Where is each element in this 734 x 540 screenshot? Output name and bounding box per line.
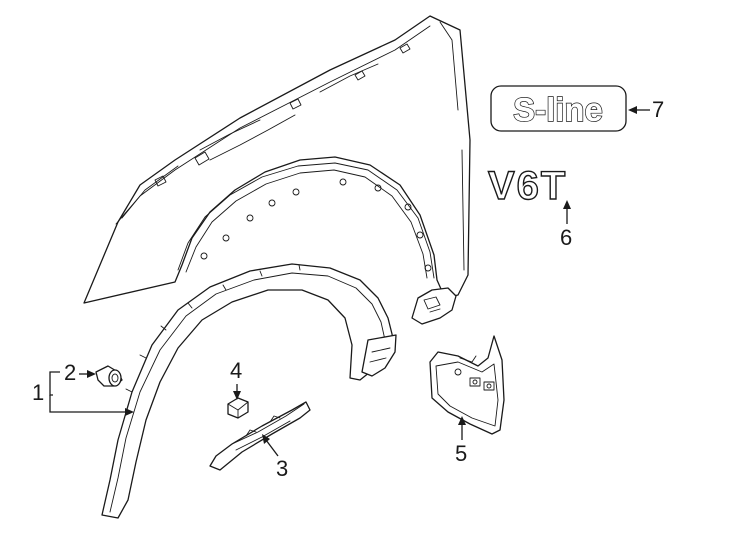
callout-5-label: 5: [455, 441, 467, 466]
callout-7: 7: [628, 97, 664, 122]
callout-6: 6: [560, 200, 572, 250]
wheel-arch-molding: [101, 263, 397, 519]
callout-1: 1: [32, 371, 134, 416]
nut: [227, 397, 249, 419]
callout-2-label: 2: [64, 360, 76, 385]
callout-5: 5: [455, 416, 467, 466]
callout-3-label: 3: [276, 456, 288, 481]
clip: [95, 365, 123, 387]
v6t-emblem: V6T: [487, 163, 567, 208]
s-line-badge-text: S-line: [513, 91, 603, 128]
callout-3: 3: [262, 434, 288, 481]
v6t-emblem-text: V6T: [488, 164, 567, 208]
callout-6-label: 6: [560, 225, 572, 250]
s-line-badge: S-line: [490, 85, 627, 132]
callout-7-label: 7: [652, 97, 664, 122]
callout-1-label: 1: [32, 380, 44, 405]
arch-holes: [200, 178, 432, 272]
callout-4-label: 4: [230, 358, 242, 383]
bracket: [209, 401, 311, 471]
mud-flap: [429, 335, 505, 435]
callout-4: 4: [230, 358, 242, 400]
fender: [83, 15, 471, 325]
callout-2: 2: [64, 360, 96, 385]
